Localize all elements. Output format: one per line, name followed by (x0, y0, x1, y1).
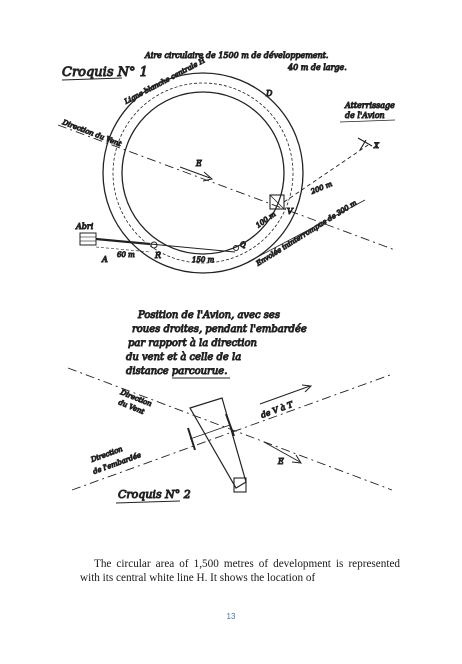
sketch-1-caption-line1: Aire circulaire de 1500 m de développeme… (144, 51, 328, 60)
distance-60: 60 m (117, 251, 135, 259)
wind-direction-line-2 (67, 367, 393, 491)
sketch-2-note-line3: par rapport à la direction (128, 338, 257, 349)
track-inner-circle (121, 91, 285, 255)
track-path (149, 243, 236, 253)
wind-direction-label: Direction du Vent (60, 118, 122, 148)
track-outer-circle (102, 72, 304, 274)
landing-aircraft-icon (357, 137, 373, 151)
label-e: E (277, 457, 284, 466)
sketch-2-note-line2: roues droites, pendant l'embardée (132, 324, 307, 335)
sketch-2-note-line5: distance parcourue. (126, 366, 227, 377)
sketch-2-note-line4: du vent et à celle de la (126, 352, 241, 363)
flight-distance-line (247, 199, 366, 263)
arrow-t (259, 385, 311, 405)
sketch-2: Position de l'Avion, avec ses roues droi… (67, 310, 393, 504)
landing-label-line2: de l'Avion (345, 111, 385, 120)
sketch-1-caption-line2: 40 m de large. (287, 63, 347, 72)
page-number: 13 (226, 612, 236, 621)
mark-v: V (287, 207, 294, 216)
wind-direction-line (57, 124, 396, 251)
shelter-icon (79, 232, 97, 246)
landing-label-line1: Atterrissage (344, 101, 395, 110)
distance-100: 100 m (255, 210, 278, 230)
mark-q-point (233, 245, 239, 251)
wind-label-e: E (195, 159, 202, 168)
sketch-2-note-line1: Position de l'Avion, avec ses (137, 310, 280, 321)
track-center-line (112, 82, 294, 264)
body-paragraph: The circular area of 1,500 metres of dev… (80, 558, 400, 584)
mark-x: X (373, 142, 380, 150)
white-line-label: Ligne blanche centrale H (122, 56, 207, 106)
distance-150: 150 m (192, 256, 215, 264)
aircraft-wheel-left (187, 427, 196, 451)
sketch-1: Croquis N° 1 Aire circulaire de 1500 m d… (57, 51, 396, 274)
body-text: The circular area of 1,500 metres of dev… (80, 558, 400, 585)
runway-line (95, 237, 151, 246)
mark-r: R (154, 251, 161, 260)
arrow-e (263, 441, 301, 463)
label-t: de V à T (260, 400, 295, 420)
distance-200: 200 m (309, 180, 334, 196)
sketch-1-title: Croquis N° 1 (62, 65, 148, 80)
mark-d: D (265, 89, 273, 98)
flight-path-line (283, 144, 369, 203)
mark-a: A (101, 255, 108, 264)
aircraft-tail (233, 477, 247, 493)
shelter-label: Abri (75, 222, 94, 231)
wind-arrow (179, 166, 211, 179)
mark-q: Q (240, 241, 246, 249)
sketch-illustrations: Croquis N° 1 Aire circulaire de 1500 m d… (57, 51, 396, 504)
sketch-2-title: Croquis N° 2 (118, 488, 191, 501)
mark-r-point (150, 241, 158, 249)
aircraft-body (189, 397, 247, 489)
